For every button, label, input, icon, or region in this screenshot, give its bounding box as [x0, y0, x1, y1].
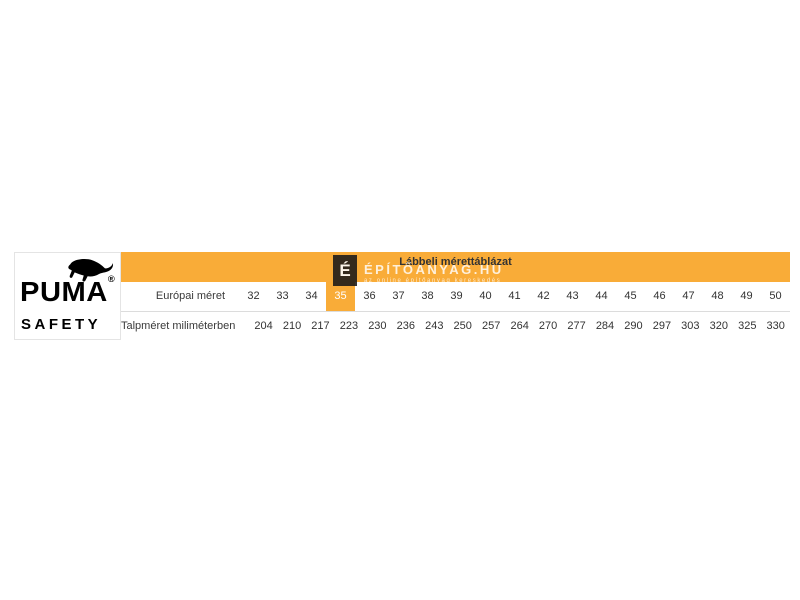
size-cell: 290 — [624, 319, 643, 332]
size-cell: 43 — [566, 290, 579, 303]
size-cell: 36 — [363, 290, 376, 303]
size-cell: 40 — [479, 290, 492, 303]
size-cell: 230 — [368, 319, 387, 332]
size-cell: 47 — [682, 290, 695, 303]
size-cell: 217 — [311, 319, 330, 332]
size-cell: 330 — [766, 319, 785, 332]
size-cell: 257 — [482, 319, 501, 332]
size-cell: 264 — [510, 319, 529, 332]
size-cell: 284 — [595, 319, 615, 332]
chart-title: Lábbeli mérettáblázat — [399, 256, 512, 268]
size-cell: 325 — [738, 319, 757, 332]
size-cell: 37 — [392, 290, 405, 303]
size-cell: 243 — [425, 319, 444, 332]
size-cell: 250 — [453, 319, 472, 332]
size-cell: 46 — [653, 290, 666, 303]
brand-name: PUMA — [20, 276, 108, 307]
size-cell: 34 — [305, 290, 318, 303]
brand-subtitle: SAFETY — [21, 316, 102, 333]
chart-title-banner: Lábbeli mérettáblázat É ÉPÍTŐANYAG.HU az… — [121, 252, 790, 286]
size-cell: 236 — [396, 319, 415, 332]
size-cell: 49 — [740, 290, 753, 303]
row-label: Európai méret — [155, 290, 225, 303]
size-cell: 42 — [537, 290, 550, 303]
size-table: Lábbeli mérettáblázat É ÉPÍTŐANYAG.HU az… — [121, 252, 790, 340]
table-row: Európai méret 32 33 34 35 36 37 38 39 40 41 42 43 44 4… — [121, 282, 790, 311]
registered-mark: ® — [107, 274, 116, 284]
table-row: Talpméret miliméterben 204 210 217 223 230 236… — [121, 310, 790, 341]
size-chart: PUMA® SAFETY Lábbeli mérettáblázat É ÉPÍ… — [14, 252, 790, 340]
size-cell: 39 — [450, 290, 463, 303]
size-cell: 33 — [276, 290, 289, 303]
size-cell: 41 — [508, 290, 521, 303]
size-cell: 320 — [709, 319, 728, 332]
size-cell: 32 — [247, 290, 260, 303]
size-cell: 48 — [711, 290, 724, 303]
puma-cat-icon — [68, 259, 114, 282]
size-cell: 277 — [567, 319, 586, 332]
size-cell: 223 — [339, 319, 359, 332]
size-cell: 35 — [326, 282, 355, 311]
size-cell: 303 — [681, 319, 700, 332]
puma-wordmark: PUMA® — [20, 275, 115, 307]
size-cell: 210 — [282, 319, 302, 332]
size-cell: 204 — [254, 319, 273, 332]
size-cell: 38 — [421, 290, 434, 303]
size-cell: 50 — [769, 290, 782, 303]
size-cell: 270 — [538, 319, 558, 332]
size-cell: 297 — [652, 319, 672, 332]
size-rows: Európai méret 32 33 34 35 36 37 38 39 40 41 42 43 44 4… — [121, 282, 790, 340]
size-cell: 45 — [624, 290, 637, 303]
size-cell: 44 — [595, 290, 608, 303]
puma-safety-logo: PUMA® SAFETY — [14, 252, 121, 340]
row-label: Talpméret miliméterben — [121, 319, 236, 332]
